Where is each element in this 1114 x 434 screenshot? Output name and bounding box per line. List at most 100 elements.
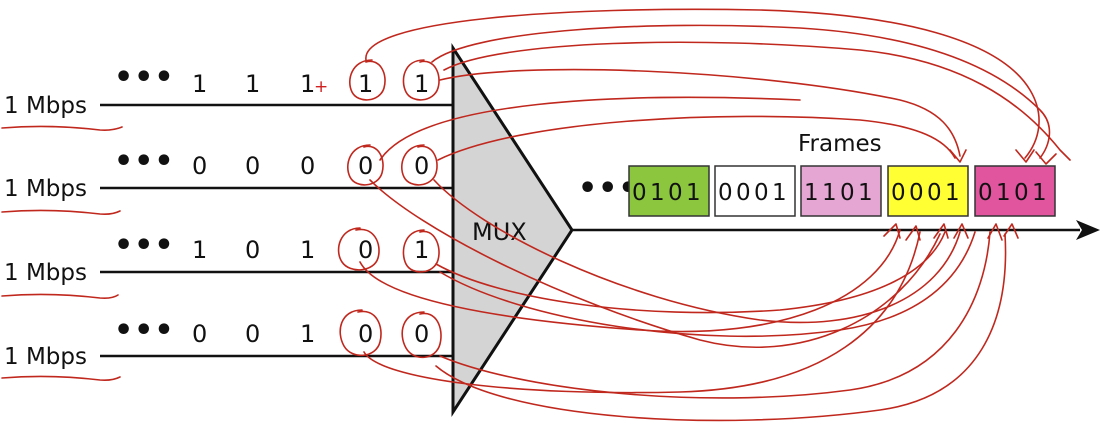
ellipsis: •••: [114, 228, 175, 263]
ink-underline: [1, 293, 119, 299]
input-bit: 1: [192, 236, 207, 264]
ellipsis: •••: [114, 60, 175, 95]
ink-tick: [905, 225, 921, 241]
ink-tick: [949, 149, 967, 163]
frame-bit: 0: [927, 180, 942, 206]
frame-bit: 1: [822, 180, 837, 206]
ink-circle: [400, 144, 438, 186]
input-bit: 1: [300, 70, 315, 98]
input-bit: 0: [245, 152, 260, 180]
ink-circle: [346, 144, 384, 186]
ink-tick: [1035, 151, 1057, 165]
ink-arrow: [439, 68, 961, 157]
ink-circle: [402, 59, 440, 101]
ink-arrow: [439, 231, 991, 399]
input-bit: 0: [192, 320, 207, 348]
frame-1: 0 1 0 1: [628, 165, 710, 217]
frame-bit: 1: [858, 180, 873, 206]
plus-mark: +: [314, 77, 328, 97]
ink-circle: [337, 227, 380, 271]
input-bit: 1: [245, 70, 260, 98]
input-bit: 1: [414, 70, 429, 98]
frame-bit: 1: [804, 180, 819, 206]
handwritten-annotations: [1, 8, 1071, 422]
input-bit: 1: [300, 236, 315, 264]
ink-arrow: [435, 233, 1007, 422]
input-bit: 0: [245, 320, 260, 348]
frame-bit: 0: [718, 180, 733, 206]
mux-block: MUX: [451, 42, 574, 418]
frame-bit: 0: [632, 180, 647, 206]
frame-box: [800, 165, 882, 217]
ink-tick: [987, 223, 1003, 241]
ink-arrow: [365, 8, 1040, 159]
frame-bit: 1: [650, 180, 665, 206]
mux-triangle: [451, 42, 574, 418]
input-rate-label: 1 Mbps: [4, 93, 87, 119]
frame-bit: 1: [772, 180, 787, 206]
ink-arrow: [439, 231, 976, 338]
ink-tick: [1015, 149, 1035, 163]
input-line-4: 1 Mbps ••• 0 0 1 0 0: [4, 313, 455, 370]
ink-circle: [339, 309, 382, 357]
frame-bit: 1: [945, 180, 960, 206]
ink-underline: [1, 125, 123, 131]
output-link: ••• Frames: [572, 131, 1100, 240]
ink-underline: [1, 375, 121, 381]
input-line-3: 1 Mbps ••• 1 0 1 0 1: [4, 228, 455, 286]
frames-label: Frames: [798, 131, 882, 157]
input-bit: 0: [358, 236, 373, 264]
frame-bit: 0: [754, 180, 769, 206]
frame-2: 0 0 0 1: [714, 165, 796, 217]
frame-bit: 0: [1014, 180, 1029, 206]
frame-bit: 0: [668, 180, 683, 206]
input-bit: 0: [358, 152, 373, 180]
frame-box: [887, 165, 969, 217]
frame-bit: 1: [1032, 180, 1047, 206]
ink-arrow: [431, 24, 1051, 159]
input-bit: 0: [192, 152, 207, 180]
ink-tick: [953, 223, 969, 239]
ink-arrow: [435, 231, 946, 314]
ink-tick: [1003, 223, 1019, 239]
ink-tick: [933, 223, 949, 239]
ink-arrow: [433, 179, 961, 324]
ink-arrow: [359, 229, 901, 333]
input-bit: 1: [414, 236, 429, 264]
mux-label: MUX: [472, 218, 527, 246]
ink-arrow: [369, 179, 941, 348]
input-bit: 1: [192, 70, 207, 98]
input-rate-label: 1 Mbps: [4, 176, 87, 202]
input-line-1: 1 Mbps ••• 1 1 1 1 1 +: [4, 60, 455, 119]
ink-arrow: [437, 115, 956, 161]
ink-circle: [348, 59, 386, 101]
ink-arrow: [363, 231, 921, 394]
ink-tick: [883, 223, 901, 239]
input-bit: 1: [300, 320, 315, 348]
input-bit: 0: [414, 152, 429, 180]
ellipsis: •••: [578, 171, 639, 206]
ink-underline: [1, 209, 121, 215]
input-bit: 0: [414, 320, 429, 348]
ink-circle: [401, 311, 442, 359]
frame-bit: 1: [996, 180, 1011, 206]
frame-box: [714, 165, 796, 217]
frame-bit: 0: [978, 180, 993, 206]
input-bit: 0: [300, 152, 315, 180]
arrowhead-icon: [1076, 220, 1100, 240]
input-rate-label: 1 Mbps: [4, 260, 87, 286]
input-bit: 0: [245, 236, 260, 264]
ink-arrow: [379, 96, 801, 161]
frame-3: 1 1 0 1: [800, 165, 882, 217]
frame-bit: 0: [736, 180, 751, 206]
ink-circle: [402, 229, 440, 273]
input-bit: 1: [358, 70, 373, 98]
frame-bit: 0: [840, 180, 855, 206]
input-rate-label: 1 Mbps: [4, 344, 87, 370]
frame-box: [628, 165, 710, 217]
frame-bit: 1: [686, 180, 701, 206]
ink-arrow: [443, 41, 1071, 161]
input-bit: 0: [358, 320, 373, 348]
ellipsis: •••: [114, 144, 175, 179]
